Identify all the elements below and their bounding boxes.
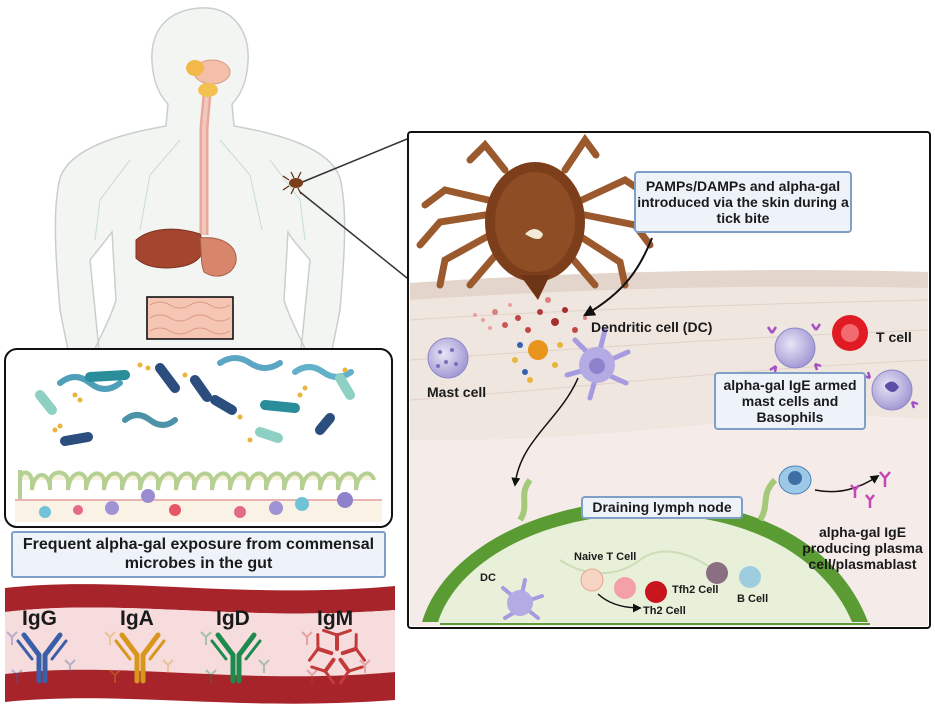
antibody-group	[6, 628, 371, 685]
t-cell-label: T cell	[876, 329, 912, 345]
lymph-node	[422, 477, 870, 625]
mast-cell-label: Mast cell	[427, 384, 487, 400]
armed-cells-box: alpha-gal IgE armed mast cells and Basop…	[714, 372, 866, 430]
plasma-cell-label: alpha-gal IgE producing plasma cell/plas…	[802, 524, 923, 573]
antibody-igm-icon	[301, 628, 371, 685]
naive-t-cell-label: Naive T Cell	[574, 551, 637, 563]
blood-vessel	[5, 584, 395, 704]
antibody-iga-icon	[104, 631, 174, 684]
microbes	[35, 355, 355, 446]
gut-panel	[4, 348, 393, 528]
basophil-cells	[766, 323, 919, 411]
small-tick-icon	[282, 171, 303, 195]
t-cell	[832, 315, 868, 351]
tfh2-cell-label: Tfh2 Cell	[672, 584, 719, 596]
mast-cell	[427, 337, 469, 379]
antibody-igd-icon	[200, 631, 270, 684]
lymph-dc-label: DC	[480, 572, 496, 584]
dendritic-cell	[564, 327, 631, 401]
antibody-label-igd: IgD	[216, 607, 250, 630]
th2-cell-label: Th2 Cell	[643, 605, 686, 617]
gut-exposure-box: Frequent alpha-gal exposure from commens…	[11, 531, 386, 578]
antigen-complex	[512, 340, 563, 383]
antibody-label-iga: IgA	[120, 607, 154, 630]
antibody-label-igm: IgM	[317, 607, 354, 630]
b-cell-label: B Cell	[737, 593, 769, 605]
alpha-gal-particles	[473, 297, 587, 333]
plasma-cell	[778, 465, 891, 508]
lymph-node-box: Draining lymph node	[581, 496, 743, 519]
antibody-label-igg: IgG	[22, 607, 57, 630]
human-body	[54, 7, 346, 361]
lymph-dendritic-cell	[501, 578, 544, 620]
dendritic-cell-label: Dendritic cell (DC)	[591, 319, 713, 335]
gut-epithelium	[15, 470, 382, 522]
antibody-igg-icon	[6, 631, 76, 684]
tick-bite-box: PAMPs/DAMPs and alpha-gal introduced via…	[634, 171, 852, 233]
